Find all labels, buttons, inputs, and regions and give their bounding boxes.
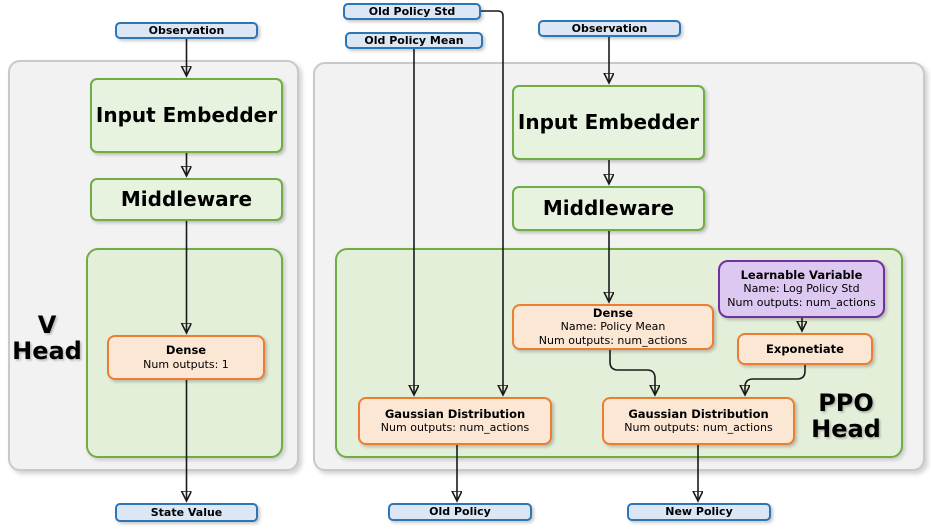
dense-ppo-name: Name: Policy Mean <box>560 320 666 334</box>
observation-label-v-text: Observation <box>148 23 225 37</box>
gaussian-old-outputs: Num outputs: num_actions <box>380 421 530 435</box>
input-embedder-node-v: Input Embedder <box>90 78 283 153</box>
dense-v-outputs: Num outputs: 1 <box>143 357 229 371</box>
dense-node-v: Dense Num outputs: 1 <box>107 335 265 380</box>
gaussian-old-title: Gaussian Distribution <box>384 406 526 421</box>
input-embedder-v-text: Input Embedder <box>95 103 278 127</box>
observation-label-ppo-text: Observation <box>571 21 648 35</box>
old-policy-mean-label: Old Policy Mean <box>345 32 483 49</box>
gaussian-distribution-old-node: Gaussian Distribution Num outputs: num_a… <box>358 397 552 445</box>
old-policy-std-label: Old Policy Std <box>343 3 481 20</box>
middleware-ppo-text: Middleware <box>542 196 675 220</box>
dense-policy-mean-node: Dense Name: Policy Mean Num outputs: num… <box>512 304 714 350</box>
observation-label-ppo: Observation <box>538 20 681 37</box>
ppo-head-title-line2: Head <box>811 415 881 444</box>
middleware-node-ppo: Middleware <box>512 186 705 231</box>
input-embedder-ppo-text: Input Embedder <box>517 110 700 134</box>
ppo-head-title-line1: PPO <box>818 389 874 417</box>
gaussian-distribution-new-node: Gaussian Distribution Num outputs: num_a… <box>602 397 795 445</box>
old-policy-mean-text: Old Policy Mean <box>364 33 464 47</box>
input-embedder-node-ppo: Input Embedder <box>512 85 705 160</box>
state-value-label: State Value <box>115 503 258 522</box>
dense-ppo-outputs: Num outputs: num_actions <box>538 334 688 348</box>
ppo-head-title: PPO Head <box>802 390 890 443</box>
learnable-variable-outputs: Num outputs: num_actions <box>727 296 876 310</box>
middleware-v-text: Middleware <box>120 187 253 211</box>
old-policy-text: Old Policy <box>429 505 491 519</box>
exponetiate-text: Exponetiate <box>766 341 844 356</box>
v-head-title-line1: V <box>37 311 57 339</box>
learnable-variable-title: Learnable Variable <box>740 268 863 283</box>
v-head-title-line2: Head <box>12 337 82 366</box>
old-policy-std-text: Old Policy Std <box>368 4 456 18</box>
v-head-title: V Head <box>7 312 87 365</box>
gaussian-new-title: Gaussian Distribution <box>628 406 769 421</box>
state-value-text: State Value <box>150 505 223 519</box>
learnable-variable-name: Name: Log Policy Std <box>743 282 860 296</box>
new-policy-text: New Policy <box>665 505 733 519</box>
exponetiate-node: Exponetiate <box>737 333 873 365</box>
dense-ppo-title: Dense <box>592 306 634 321</box>
observation-label-v: Observation <box>115 22 258 39</box>
learnable-variable-node: Learnable Variable Name: Log Policy Std … <box>718 260 885 318</box>
dense-v-title: Dense <box>165 343 207 358</box>
middleware-node-v: Middleware <box>90 178 283 221</box>
old-policy-label: Old Policy <box>388 503 532 521</box>
gaussian-new-outputs: Num outputs: num_actions <box>624 421 773 435</box>
new-policy-label: New Policy <box>627 503 771 521</box>
